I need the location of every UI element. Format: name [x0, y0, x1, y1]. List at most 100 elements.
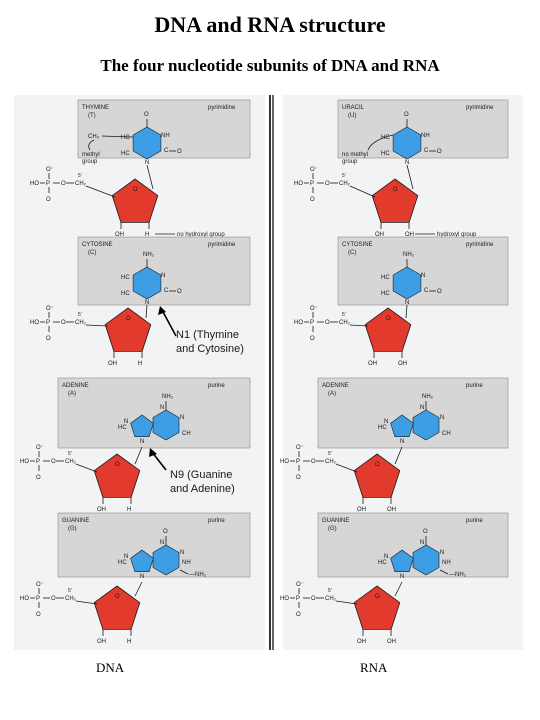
dna-cytosine-ch2: CH₂ — [75, 320, 87, 326]
rna-adenine-3-oh: OH — [357, 507, 366, 513]
dna-cytosine-phosphate-p: P — [46, 320, 50, 326]
dna-thymine-3-oh: OH — [115, 232, 124, 238]
dna-cytosine-base-box — [77, 236, 251, 306]
rna-guanine-atom: HC — [378, 560, 387, 566]
rna-uracil-3-oh: OH — [375, 232, 384, 238]
rna-uracil-hydroxyl-note: hydroxyl group — [437, 232, 477, 238]
dna-guanine-2-group: H — [127, 639, 131, 645]
dna-thymine-methyl: CH₃ — [88, 134, 100, 140]
rna-uracil-bond — [349, 185, 376, 198]
dna-thymine-atom: HC — [121, 135, 130, 141]
dna-adenine-phosphate-ominus: O⁻ — [36, 445, 44, 451]
rna-cytosine-ring-o: O — [386, 316, 391, 322]
rna-adenine-glycosidic-bond — [394, 446, 403, 465]
dna-thymine-phosphate-ominus: O⁻ — [46, 167, 54, 173]
rna-adenine-phosphate-o: O — [296, 475, 301, 481]
annotation-n9-line2: and Adenine) — [170, 483, 235, 495]
rna-cytosine-phosphate-p: P — [310, 320, 314, 326]
rna-cytosine-abbr: (C) — [348, 250, 356, 256]
rna-adenine-ring-6 — [412, 409, 440, 441]
dna-thymine-atom-o: O — [177, 149, 182, 155]
dna-adenine-phosphate-ho: HO — [20, 459, 29, 465]
dna-adenine-ring-5 — [130, 414, 154, 438]
rna-adenine-name: ADENINE — [322, 383, 349, 389]
dna-cytosine-3-oh: OH — [108, 361, 117, 367]
dna-thymine-ring-o: O — [133, 187, 138, 193]
rna-uracil-phosphate-p: P — [310, 181, 314, 187]
dna-thymine-methyl-label: group — [82, 159, 98, 165]
rna-cytosine-5prime: 5' — [342, 312, 346, 318]
rna-adenine-phosphate-ho: HO — [280, 459, 289, 465]
dna-adenine-base-box — [57, 377, 251, 449]
dna-adenine-3-oh: OH — [97, 507, 106, 513]
rna-guanine-glycosidic-bond — [394, 581, 403, 597]
dna-adenine-atom: HC — [118, 425, 127, 431]
rna-uracil-atom-o: O — [437, 149, 442, 155]
dna-guanine-phosphate-ominus: O⁻ — [36, 582, 44, 588]
dna-adenine-group: NH₂ — [162, 394, 174, 400]
rna-guanine-ester-o: O — [311, 596, 316, 602]
rna-uracil-glycosidic-bond — [406, 164, 414, 190]
rna-guanine-abbr: (G) — [328, 526, 337, 532]
dna-adenine-ring-6 — [152, 409, 180, 441]
dna-adenine-class: purine — [208, 383, 225, 389]
dna-thymine-atom-o: O — [144, 112, 149, 118]
rna-uracil-sugar — [371, 178, 419, 223]
rna-uracil-ch2: CH₂ — [339, 181, 351, 187]
rna-guanine-atom: N — [440, 550, 444, 556]
rna-adenine-group: NH₂ — [422, 394, 434, 400]
rna-uracil-ring-o: O — [393, 187, 398, 193]
dna-cytosine-sugar — [104, 307, 152, 352]
rna-uracil-phosphate-ho: HO — [294, 181, 303, 187]
rna-cytosine-atom: HC — [381, 275, 390, 281]
dna-thymine-ester-o: O — [61, 181, 66, 187]
dna-guanine-5prime: 5' — [68, 588, 72, 594]
dna-guanine-phosphate-o: O — [36, 612, 41, 618]
dna-cytosine-abbr: (C) — [88, 250, 96, 256]
rna-uracil-phosphate-o: O — [310, 197, 315, 203]
dna-guanine-3-oh: OH — [97, 639, 106, 645]
rna-uracil-ester-o: O — [325, 181, 330, 187]
dna-cytosine-ring-o: O — [126, 316, 131, 322]
rna-guanine-n9: N — [400, 574, 404, 580]
dna-cytosine-class: pyrimidine — [208, 242, 236, 248]
rna-guanine-sugar — [353, 585, 401, 630]
rna-cytosine-class: pyrimidine — [466, 242, 494, 248]
rna-guanine-phosphate-ho: HO — [280, 596, 289, 602]
dna-adenine-atom: N — [160, 405, 164, 411]
page-title: DNA and RNA structure — [154, 12, 386, 37]
rna-adenine-atom: CH — [442, 431, 451, 437]
rna-column-label: RNA — [360, 660, 388, 675]
rna-uracil-2-group: OH — [405, 232, 414, 238]
rna-cytosine-phosphate-ho: HO — [294, 320, 303, 326]
dna-adenine-ring-o: O — [115, 462, 120, 468]
dna-cytosine-n1: N — [145, 300, 149, 306]
rna-guanine-bond — [439, 569, 449, 575]
dna-adenine-n9: N — [140, 439, 144, 445]
rna-guanine-atom-o: O — [423, 529, 428, 535]
dna-guanine-bond — [75, 600, 98, 605]
rna-uracil-no-methyl-label: no methyl — [342, 152, 368, 158]
dna-guanine-atom: NH — [182, 560, 191, 566]
dna-guanine-class: purine — [208, 518, 225, 524]
dna-adenine-name: ADENINE — [62, 383, 89, 389]
rna-cytosine-atom-o: O — [437, 289, 442, 295]
dna-cytosine-phosphate-ho: HO — [30, 320, 39, 326]
rna-cytosine-atom: N — [421, 273, 425, 279]
dna-adenine-glycosidic-bond — [134, 446, 143, 465]
rna-adenine-atom: N — [384, 419, 388, 425]
dna-cytosine-bond — [85, 324, 109, 327]
dna-adenine-ester-o: O — [51, 459, 56, 465]
rna-uracil-atom: HC — [381, 151, 390, 157]
dna-adenine-atom: N — [124, 419, 128, 425]
rna-adenine-base-box — [317, 377, 509, 449]
rna-adenine-bond — [335, 463, 358, 473]
rna-adenine-ring-o: O — [375, 462, 380, 468]
rna-adenine-phosphate-ominus: O⁻ — [296, 445, 304, 451]
dna-cytosine-2-group: H — [138, 361, 142, 367]
dna-guanine-ring-o: O — [115, 594, 120, 600]
